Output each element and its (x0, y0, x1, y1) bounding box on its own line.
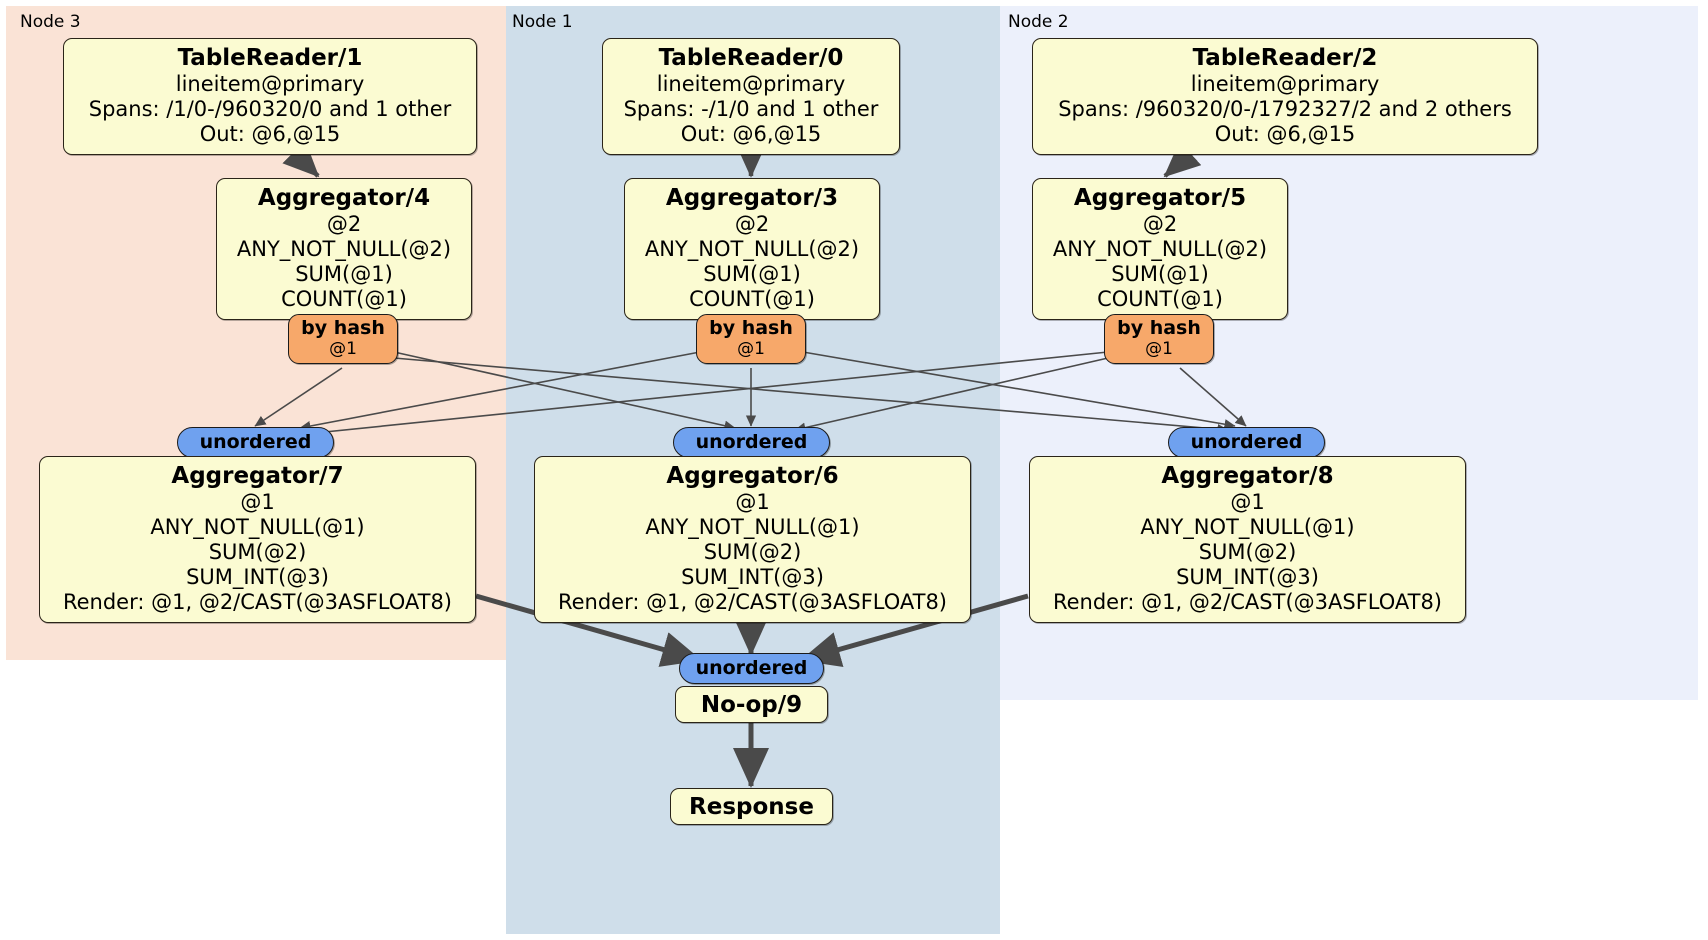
processor-detail-line: SUM_INT(@3) (681, 565, 824, 589)
processor-detail-line: ANY_NOT_NULL(@2) (236, 237, 452, 262)
input-synchronizer-unordered-left[interactable]: unordered (177, 427, 334, 458)
processor-title: Aggregator/6 (666, 463, 839, 489)
processor-box-aggregator-3[interactable]: Aggregator/3 @2 ANY_NOT_NULL(@2) SUM(@1)… (624, 178, 880, 320)
processor-detail-line: COUNT(@1) (689, 287, 815, 311)
processor-detail-line: Spans: /960320/0-/1792327/2 and 2 others (1058, 97, 1512, 122)
processor-box-aggregator-5[interactable]: Aggregator/5 @2 ANY_NOT_NULL(@2) SUM(@1)… (1032, 178, 1288, 320)
processor-detail-line: SUM(@1) (703, 262, 801, 287)
processor-detail-line: Spans: -/1/0 and 1 other (623, 97, 879, 122)
output-router-by-hash-mid[interactable]: by hash @1 (696, 314, 806, 365)
processor-box-table-reader-0[interactable]: TableReader/0 lineitem@primary Spans: -/… (602, 38, 900, 155)
processor-detail-line: ANY_NOT_NULL(@2) (1052, 237, 1268, 262)
processor-detail-line: Out: @6,@15 (1214, 122, 1356, 147)
router-column: @1 (737, 338, 765, 359)
processor-box-table-reader-1[interactable]: TableReader/1 lineitem@primary Spans: /1… (63, 38, 477, 155)
output-router-by-hash-left[interactable]: by hash @1 (288, 314, 398, 365)
node-panel-label-node1: Node 1 (512, 12, 573, 32)
processor-detail-line: ANY_NOT_NULL(@1) (1140, 515, 1355, 540)
processor-box-table-reader-2[interactable]: TableReader/2 lineitem@primary Spans: /9… (1032, 38, 1538, 155)
input-synchronizer-unordered-mid[interactable]: unordered (673, 427, 830, 458)
processor-title: Aggregator/3 (665, 185, 839, 211)
processor-detail-line: Spans: /1/0-/960320/0 and 1 other (88, 97, 452, 122)
processor-title: TableReader/2 (1192, 45, 1378, 71)
processor-detail-line: @1 (1230, 490, 1265, 515)
router-title: by hash (301, 317, 385, 339)
router-title: by hash (709, 317, 793, 339)
processor-detail-line: @1 (240, 490, 275, 515)
processor-title: Aggregator/5 (1073, 185, 1247, 211)
processor-detail-line: lineitem@primary (1190, 72, 1380, 97)
processor-detail-line: SUM(@2) (1198, 540, 1297, 565)
router-column: @1 (1145, 338, 1173, 359)
processor-box-aggregator-8[interactable]: Aggregator/8 @1 ANY_NOT_NULL(@1) SUM(@2)… (1029, 456, 1466, 623)
processor-detail-line: COUNT(@1) (1097, 287, 1223, 311)
processor-detail-line: COUNT(@1) (281, 287, 407, 311)
processor-detail-line: SUM_INT(@3) (1176, 565, 1319, 589)
processor-detail-line: ANY_NOT_NULL(@1) (150, 515, 365, 540)
node-panel-label-node3: Node 3 (20, 12, 81, 32)
processor-detail-line: SUM(@1) (1111, 262, 1209, 287)
processor-box-no-op-9[interactable]: No-op/9 (675, 686, 828, 723)
processor-detail-line: lineitem@primary (175, 72, 365, 97)
processor-detail-line: @2 (1142, 212, 1178, 237)
processor-detail-line: lineitem@primary (656, 72, 846, 97)
processor-detail-line: Out: @6,@15 (680, 122, 822, 147)
processor-detail-line: SUM(@2) (208, 540, 307, 565)
processor-title: Aggregator/4 (257, 185, 431, 211)
input-synchronizer-unordered-final[interactable]: unordered (679, 653, 824, 684)
processor-detail-line: Render: @1, @2/CAST(@3ASFLOAT8) (1052, 589, 1443, 614)
processor-detail-line: Out: @6,@15 (199, 122, 341, 147)
processor-detail-line: SUM_INT(@3) (186, 565, 329, 589)
processor-detail-line: Render: @1, @2/CAST(@3ASFLOAT8) (557, 589, 948, 614)
processor-box-aggregator-7[interactable]: Aggregator/7 @1 ANY_NOT_NULL(@1) SUM(@2)… (39, 456, 476, 623)
processor-box-response[interactable]: Response (670, 788, 833, 825)
processor-title: TableReader/1 (177, 45, 363, 71)
processor-box-aggregator-4[interactable]: Aggregator/4 @2 ANY_NOT_NULL(@2) SUM(@1)… (216, 178, 472, 320)
processor-detail-line: SUM(@1) (295, 262, 393, 287)
output-router-by-hash-right[interactable]: by hash @1 (1104, 314, 1214, 365)
processor-detail-line: ANY_NOT_NULL(@2) (644, 237, 860, 262)
processor-detail-line: @1 (735, 490, 770, 515)
node-panel-label-node2: Node 2 (1008, 12, 1069, 32)
processor-title: TableReader/0 (658, 45, 844, 71)
processor-detail-line: @2 (734, 212, 770, 237)
processor-detail-line: ANY_NOT_NULL(@1) (645, 515, 860, 540)
processor-title: Aggregator/7 (171, 463, 344, 489)
processor-detail-line: Render: @1, @2/CAST(@3ASFLOAT8) (62, 589, 453, 614)
input-synchronizer-unordered-right[interactable]: unordered (1168, 427, 1325, 458)
router-title: by hash (1117, 317, 1201, 339)
processor-detail-line: @2 (326, 212, 362, 237)
processor-box-aggregator-6[interactable]: Aggregator/6 @1 ANY_NOT_NULL(@1) SUM(@2)… (534, 456, 971, 623)
processor-title: Aggregator/8 (1161, 463, 1334, 489)
router-column: @1 (329, 338, 357, 359)
processor-detail-line: SUM(@2) (703, 540, 802, 565)
